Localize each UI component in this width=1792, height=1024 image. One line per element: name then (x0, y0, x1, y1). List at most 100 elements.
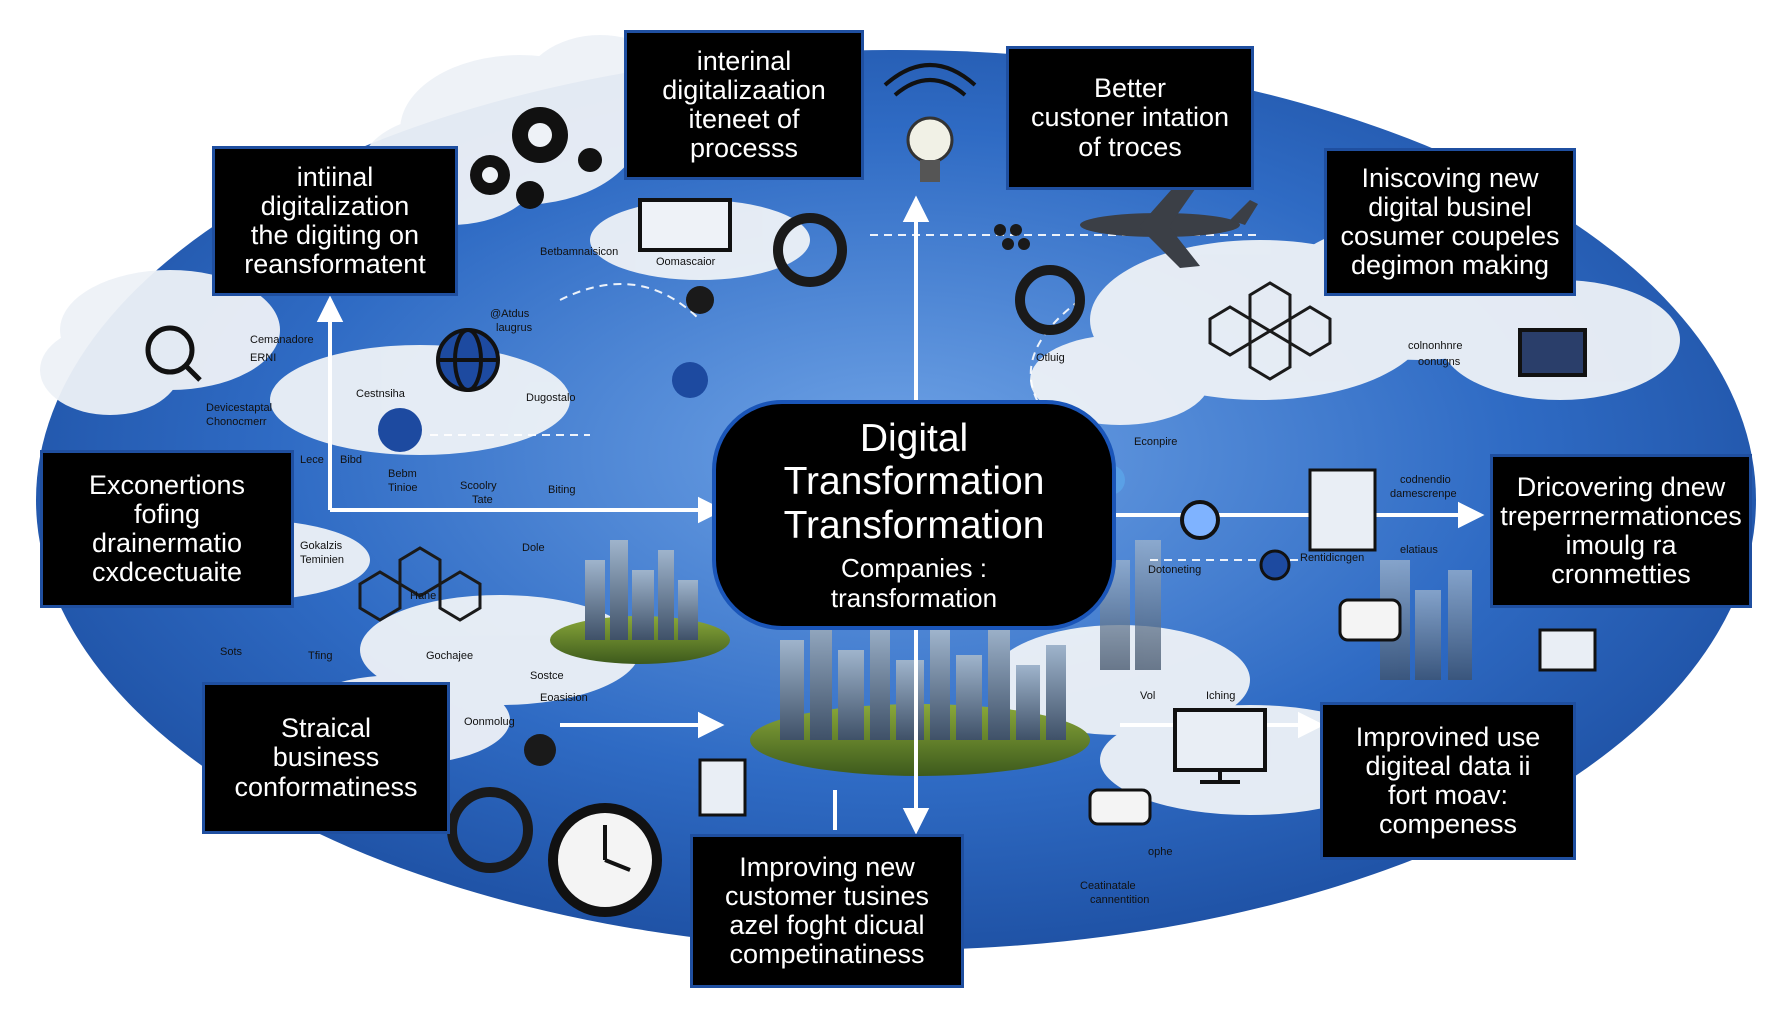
mini-label: Dugostalo (526, 392, 576, 404)
box-left-middle: Exconertions fofing drainermatio cxdcect… (40, 450, 294, 608)
mini-label: Scoolry (460, 480, 497, 492)
box-left-middle-line: drainermatio (91, 528, 243, 558)
mini-label: elatiaus (1400, 544, 1438, 556)
mini-label: Biting (548, 484, 576, 496)
mini-label: Otluig (1036, 352, 1065, 364)
connector-arrows (316, 195, 1485, 835)
box-right-middle-line: treperrnermationces (1500, 500, 1742, 531)
mini-label: Sostce (530, 670, 564, 682)
mini-label: Econpire (1134, 436, 1178, 448)
box-top-left-line: reansformatent (244, 249, 426, 280)
box-right-upper-line: cosumer coupeles (1340, 221, 1560, 251)
lightbulb-icon (883, 63, 977, 182)
city-islands (550, 540, 1472, 776)
box-bottom-center-line: customer tusines (724, 880, 930, 911)
box-bottom-center-line: Improving new (739, 851, 915, 882)
hexagon-network-icon (358, 281, 1332, 622)
box-left-middle-line: Exconertions (88, 469, 246, 500)
center-title-line: Transformation (783, 503, 1045, 547)
box-right-upper-line: Iniscoving new (1361, 162, 1539, 193)
mini-label: Oomascaior (656, 256, 716, 268)
center-title-line: Digital (859, 416, 969, 460)
mini-label: Dole (522, 542, 545, 554)
mini-label: Eoasision (540, 692, 588, 704)
box-top-center: interinal digitalizaation iteneet of pro… (624, 30, 864, 180)
monitor-icon (638, 198, 1587, 784)
box-left-lower-line: Straical (280, 713, 372, 744)
mini-label: Devicestaptal (206, 402, 273, 414)
box-right-lower-line: compeness (1378, 809, 1518, 840)
mini-label: Chonocmerr (206, 416, 267, 428)
box-top-center-line: interinal (696, 45, 792, 76)
mini-label: Tinioe (388, 482, 418, 494)
box-top-right-line: of troces (1078, 131, 1182, 162)
mini-label: Tfing (308, 650, 333, 662)
mini-label: ophe (1148, 846, 1173, 858)
mini-label: laugrus (496, 322, 533, 334)
box-right-upper-line: digital businel (1368, 191, 1532, 222)
box-left-middle-line: cxdcectuaite (91, 557, 243, 588)
mini-label: Vol (1140, 690, 1156, 702)
mini-label: Lece (300, 454, 324, 466)
box-right-lower-line: fort moav: (1387, 780, 1509, 810)
mini-label: Bibd (340, 454, 363, 466)
mini-label: codnendio (1400, 474, 1451, 486)
airplane-icon (1080, 180, 1258, 268)
mini-label: Gochajee (426, 650, 474, 662)
box-right-lower-line: digiteal data ii (1365, 750, 1531, 781)
center-subtitle-line: Companies : (841, 552, 987, 583)
box-left-middle-line: fofing (133, 498, 201, 529)
mini-label: Gokalzis (300, 540, 343, 552)
chat-bubble-icon (1088, 598, 1402, 826)
box-bottom-center-line: competinatiness (729, 939, 925, 970)
box-top-right-line: custoner intation (1030, 102, 1230, 133)
mini-label: Cemanadore (250, 334, 314, 346)
gear-icon (447, 213, 1085, 873)
box-top-left: intiinal digitalization the digiting on … (212, 146, 458, 296)
box-top-right: Better custoner intation of troces (1006, 46, 1254, 190)
center-subtitle-line: transformation (830, 582, 998, 613)
box-right-middle-line: Dricovering dnew (1516, 471, 1726, 502)
mini-label: damescrenpe (1390, 488, 1457, 500)
center-title-line: Transformation (783, 460, 1045, 504)
mini-label: Bebm (388, 468, 417, 480)
mini-label: colnonhnre (1408, 340, 1463, 352)
box-right-middle: Dricovering dnew treperrnermationces imo… (1490, 454, 1752, 608)
mini-label: Iching (1206, 690, 1236, 702)
clock-icon (548, 803, 662, 917)
center-title-box: Digital Transformation Transformation Co… (712, 400, 1116, 630)
box-top-center-line: digitalizaation (662, 74, 826, 105)
mini-label: Betbamnaisicon (540, 246, 619, 258)
node-icons (378, 224, 1291, 766)
mini-label: ERNI (250, 352, 277, 364)
box-right-middle-line: cronmetties (1551, 559, 1691, 590)
mini-label: Rentidicngen (1300, 552, 1365, 564)
mini-label: oonugns (1418, 356, 1461, 368)
box-right-lower: Improvined use digiteal data ii fort moa… (1320, 702, 1576, 860)
gear-icon (470, 107, 602, 209)
box-right-upper: Iniscoving new digital businel cosumer c… (1324, 148, 1576, 296)
mini-label: Teminien (300, 554, 345, 566)
mini-label: Ceatinatale (1080, 880, 1136, 892)
box-left-lower-line: conformatiness (234, 771, 418, 802)
mini-label: Sots (220, 646, 243, 658)
box-right-upper-line: degimon making (1350, 250, 1550, 281)
mini-label: Tate (472, 494, 493, 506)
box-bottom-center: Improving new customer tusines azel fogh… (690, 834, 964, 988)
mini-label: Hane (410, 590, 437, 602)
box-right-middle-line: imoulg ra (1565, 530, 1677, 560)
magnifier-icon (145, 325, 202, 382)
mini-label: cannentition (1090, 894, 1150, 906)
box-left-lower: Straical business conformatiness (202, 682, 450, 834)
box-top-left-line: digitalization (260, 190, 410, 221)
box-right-lower-line: Improvined use (1355, 721, 1541, 752)
mini-label: Oonmolug (464, 716, 515, 728)
mini-label: Cestnsiha (356, 388, 405, 400)
box-top-left-line: the digiting on (250, 220, 420, 250)
box-top-left-line: intiinal (296, 161, 374, 192)
box-bottom-center-line: azel foght dicual (729, 910, 925, 940)
box-left-lower-line: business (272, 742, 380, 773)
mini-label: @Atdus (490, 308, 530, 320)
mini-label: Dotoneting (1148, 564, 1202, 576)
